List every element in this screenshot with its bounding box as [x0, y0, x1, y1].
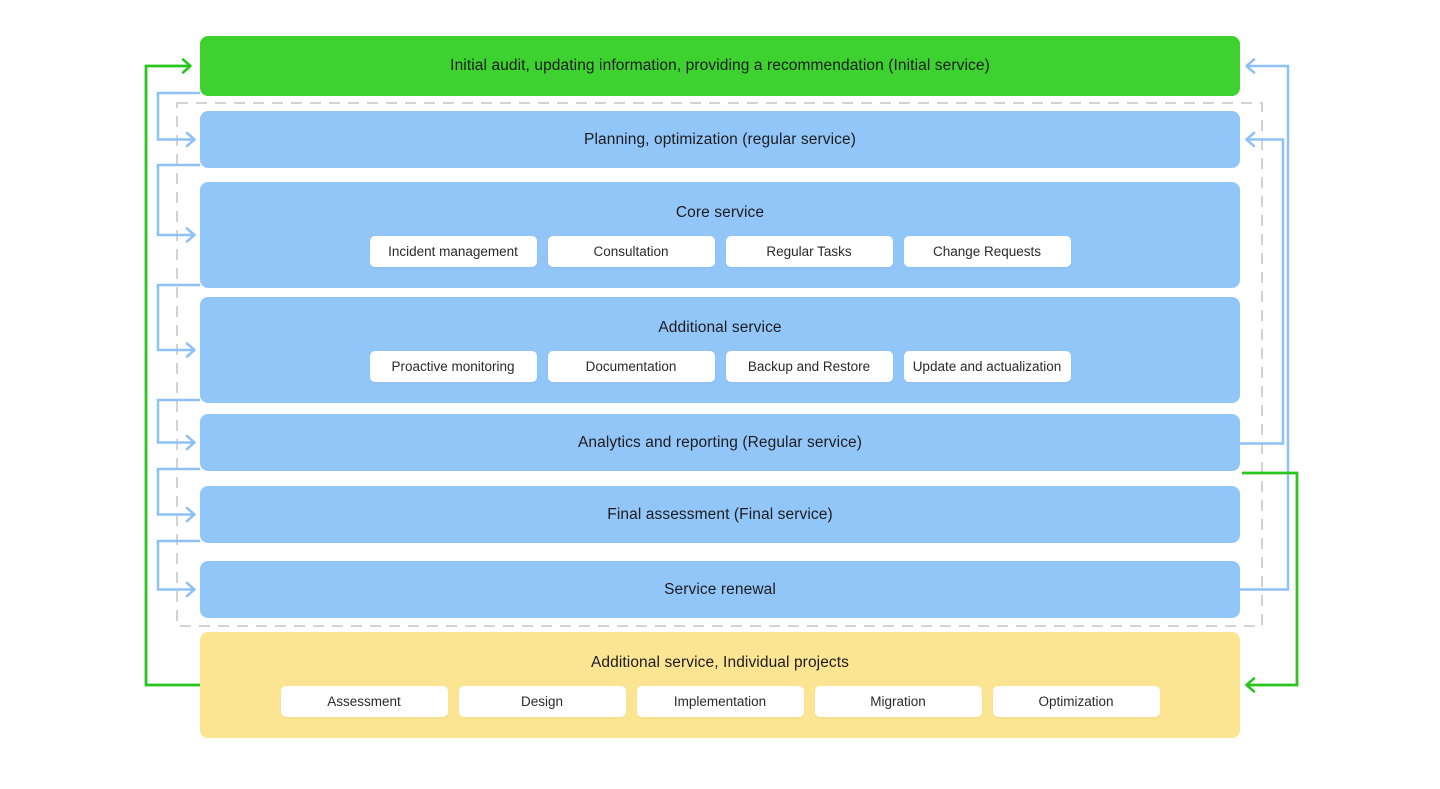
connector-renewal-to-initial	[1240, 58, 1290, 591]
stage-analytics-reporting-label: Analytics and reporting (Regular service…	[577, 433, 863, 451]
regular-service-dashed-border	[176, 102, 1263, 627]
stage-core-service: Core service Incident management Consult…	[200, 182, 1240, 288]
stage-service-renewal: Service renewal	[200, 561, 1240, 618]
chip-documentation: Documentation	[547, 351, 715, 382]
core-service-chip-row: Incident management Consultation Regular…	[369, 236, 1071, 267]
chip-migration: Migration	[814, 686, 982, 717]
connector-projects-to-initial	[144, 58, 200, 687]
chip-assessment: Assessment	[280, 686, 448, 717]
stage-additional-service: Additional service Proactive monitoring …	[200, 297, 1240, 403]
chip-regular-tasks: Regular Tasks	[725, 236, 893, 267]
stage-additional-service-label: Additional service	[658, 319, 782, 336]
individual-projects-chip-row: Assessment Design Implementation Migrati…	[280, 686, 1160, 717]
stage-individual-projects: Additional service, Individual projects …	[200, 632, 1240, 738]
connector-initial-to-planning	[156, 91, 200, 148]
chip-optimization: Optimization	[992, 686, 1160, 717]
chip-design: Design	[458, 686, 626, 717]
stage-planning: Planning, optimization (regular service)	[200, 111, 1240, 168]
stage-initial-service-label: Initial audit, updating information, pro…	[450, 57, 990, 74]
chip-implementation: Implementation	[636, 686, 804, 717]
connector-final-to-renewal	[156, 539, 200, 598]
stage-individual-projects-label: Additional service, Individual projects	[590, 654, 850, 671]
chip-incident-management: Incident management	[369, 236, 537, 267]
connector-analytics-to-planning	[1240, 131, 1285, 445]
stage-core-service-label: Core service	[675, 204, 765, 221]
additional-service-chip-row: Proactive monitoring Documentation Backu…	[369, 351, 1071, 382]
chip-proactive-monitoring: Proactive monitoring	[369, 351, 537, 382]
connector-analytics-to-projects	[1242, 471, 1299, 693]
connector-analytics-to-final	[156, 467, 200, 523]
chip-backup-and-restore: Backup and Restore	[725, 351, 893, 382]
connector-additional-to-analytics	[156, 398, 200, 451]
stage-service-renewal-label: Service renewal	[664, 580, 776, 598]
connector-planning-to-core	[156, 163, 200, 243]
stage-final-assessment: Final assessment (Final service)	[200, 486, 1240, 543]
chip-consultation: Consultation	[547, 236, 715, 267]
chip-change-requests: Change Requests	[903, 236, 1071, 267]
chip-update-and-actualization: Update and actualization	[903, 351, 1071, 382]
stage-initial-service: Initial audit, updating information, pro…	[200, 36, 1240, 96]
stage-planning-label: Planning, optimization (regular service)	[584, 130, 856, 148]
stage-final-assessment-label: Final assessment (Final service)	[607, 505, 833, 523]
connector-core-to-additional	[156, 283, 200, 358]
stage-analytics-reporting: Analytics and reporting (Regular service…	[200, 414, 1240, 471]
